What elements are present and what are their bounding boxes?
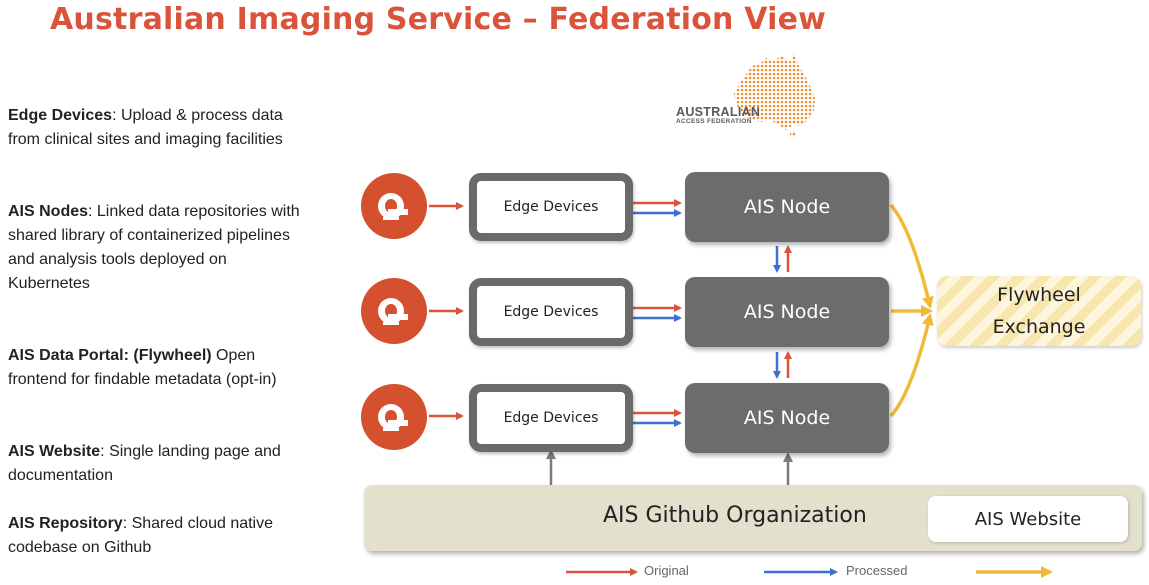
scanner-icon — [361, 173, 427, 239]
node-to-exchange-arrows — [889, 203, 934, 418]
page-title: Australian Imaging Service – Federation … — [50, 2, 827, 37]
ais-node-box: AIS Node — [685, 383, 889, 453]
ais-node-box: AIS Node — [685, 172, 889, 242]
description-text: Open frontend for findable metadata (opt… — [8, 347, 277, 388]
description-text: Single landing page and documentation — [8, 443, 281, 484]
ais-node-label: AIS Node — [743, 301, 831, 323]
edge-device-label: Edge Devices — [503, 410, 599, 426]
edge-device-box: Edge Devices — [469, 278, 633, 346]
ais-website-box: AIS Website — [928, 496, 1128, 542]
scanner-icon — [361, 384, 427, 450]
edge-device-label: Edge Devices — [503, 199, 599, 215]
legend-processed-label: Processed — [846, 563, 908, 578]
description-text: Shared cloud native codebase on Github — [8, 515, 274, 556]
flywheel-exchange-box: Flywheel Exchange — [937, 276, 1141, 346]
description-repository: AIS Repository: Shared cloud native code… — [8, 512, 308, 560]
aaf-logo-text: AUSTRALIAN ACCESS FEDERATION — [676, 105, 760, 125]
edge-device-box: Edge Devices — [469, 173, 633, 241]
description-term: AIS Website — [8, 443, 101, 460]
scanner-icon — [361, 278, 427, 344]
edge-device-box: Edge Devices — [469, 384, 633, 452]
edge-device-label: Edge Devices — [503, 304, 599, 320]
description-sep: : — [100, 443, 110, 460]
description-term: Edge Devices — [8, 107, 113, 124]
logo-line1: AUSTRALIAN — [676, 105, 761, 119]
description-term: AIS Repository — [8, 515, 123, 532]
flywheel-label-line1: Flywheel — [997, 284, 1081, 306]
description-sep: : — [88, 203, 97, 220]
legend-original-label: Original — [644, 563, 689, 578]
logo-line2: ACCESS FEDERATION — [676, 118, 752, 125]
description-sep: : — [112, 107, 121, 124]
description-text: Upload & process data from clinical site… — [8, 107, 283, 148]
ais-node-label: AIS Node — [743, 407, 831, 429]
flywheel-label-line2: Exchange — [992, 316, 1086, 338]
github-deploy-arrows — [546, 449, 793, 485]
scanner-to-edge-arrows — [429, 202, 464, 420]
edge-to-node-arrows — [633, 199, 682, 427]
description-term: AIS Data Portal: (Flywheel) — [8, 347, 212, 364]
ais-website-label: AIS Website — [974, 508, 1082, 530]
github-organization-label: AIS Github Organization — [603, 503, 867, 528]
description-sep: : — [122, 515, 132, 532]
ais-node-box: AIS Node — [685, 277, 889, 347]
description-text: Linked data repositories with shared lib… — [8, 203, 300, 292]
description-website: AIS Website: Single landing page and doc… — [8, 440, 308, 488]
ais-node-label: AIS Node — [743, 196, 831, 218]
description-ais-nodes: AIS Nodes: Linked data repositories with… — [8, 200, 308, 296]
description-data-portal: AIS Data Portal: (Flywheel) Open fronten… — [8, 344, 308, 392]
description-edge-devices: Edge Devices: Upload & process data from… — [8, 104, 308, 152]
description-term: AIS Nodes — [8, 203, 89, 220]
